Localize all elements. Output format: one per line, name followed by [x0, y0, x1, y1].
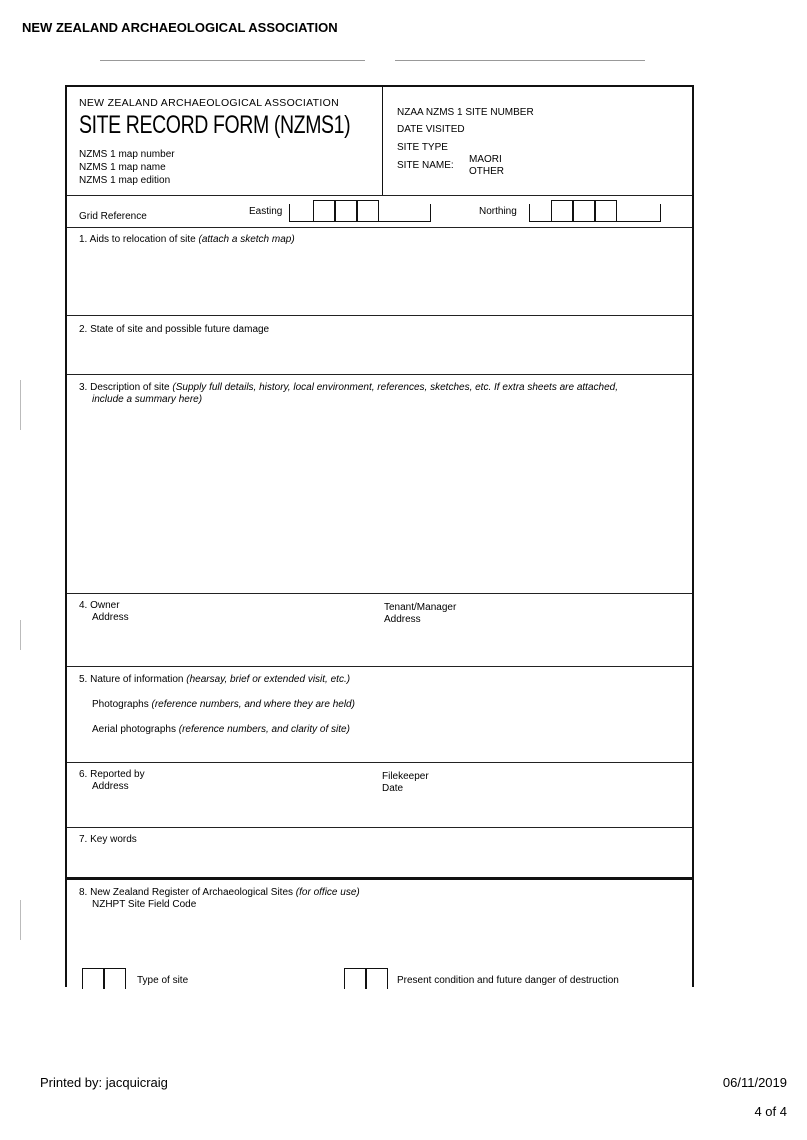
- section-5-label: 5. Nature of information: [79, 674, 184, 685]
- type-box[interactable]: [104, 968, 126, 989]
- section-keywords[interactable]: 7. Key words: [67, 827, 692, 878]
- type-box[interactable]: [82, 968, 104, 989]
- aerial-note: (reference numbers, and clarity of site): [178, 724, 350, 735]
- section-3-note: (Supply full details, history, local env…: [172, 382, 618, 393]
- condition-box[interactable]: [344, 968, 366, 989]
- map-name-label: NZMS 1 map name: [79, 162, 166, 173]
- key-words-label: 7. Key words: [79, 834, 137, 845]
- scan-mark: [20, 620, 21, 650]
- section-description[interactable]: 3. Description of site (Supply full deta…: [67, 374, 692, 594]
- section-3-note-2: include a summary here): [92, 394, 203, 405]
- print-date: 06/11/2019: [722, 1075, 787, 1090]
- section-reported[interactable]: 6. Reported by Address Filekeeper Date: [67, 762, 692, 828]
- map-edition-label: NZMS 1 map edition: [79, 175, 171, 186]
- association-name: NEW ZEALAND ARCHAEOLOGICAL ASSOCIATION: [79, 97, 339, 109]
- easting-box[interactable]: [335, 200, 357, 221]
- northing-field[interactable]: [529, 204, 661, 222]
- grid-reference-label: Grid Reference: [79, 211, 147, 222]
- grid-reference-row: Grid Reference Easting Northing: [67, 195, 692, 228]
- site-type-label: SITE TYPE: [397, 142, 448, 153]
- site-name-maori: MAORI: [469, 154, 502, 165]
- section-owner[interactable]: 4. Owner Address Tenant/Manager Address: [67, 593, 692, 667]
- easting-field[interactable]: [289, 204, 431, 222]
- date-visited-label: DATE VISITED: [397, 124, 465, 135]
- site-number-label: NZAA NZMS 1 SITE NUMBER: [397, 107, 534, 118]
- page-header: NEW ZEALAND ARCHAEOLOGICAL ASSOCIATION: [22, 20, 338, 35]
- divider: [382, 87, 383, 195]
- section-3-label: 3. Description of site: [79, 382, 170, 393]
- northing-box[interactable]: [573, 200, 595, 221]
- tenant-address-label: Address: [384, 614, 421, 625]
- reporter-address-label: Address: [92, 781, 129, 792]
- section-1-note: (attach a sketch map): [198, 234, 295, 245]
- filekeeper-label: Filekeeper: [382, 771, 429, 782]
- printed-by: Printed by: jacquicraig: [40, 1075, 168, 1090]
- site-name-label: SITE NAME:: [397, 160, 454, 171]
- form-title: SITE RECORD FORM (NZMS1): [79, 111, 351, 139]
- photographs-note: (reference numbers, and where they are h…: [151, 699, 355, 710]
- northing-box[interactable]: [551, 200, 573, 221]
- section-5-note: (hearsay, brief or extended visit, etc.): [186, 674, 351, 685]
- field-code-label: NZHPT Site Field Code: [92, 899, 197, 910]
- section-8-label: 8. New Zealand Register of Archaeologica…: [79, 887, 294, 898]
- section-state[interactable]: 2. State of site and possible future dam…: [67, 315, 692, 375]
- scan-mark: [100, 60, 365, 61]
- owner-address-label: Address: [92, 612, 129, 623]
- easting-box[interactable]: [313, 200, 335, 221]
- condition-box[interactable]: [366, 968, 388, 989]
- section-8-note: (for office use): [295, 887, 360, 898]
- tenant-label: Tenant/Manager: [384, 602, 457, 613]
- section-register: 8. New Zealand Register of Archaeologica…: [67, 877, 692, 990]
- section-2-label: 2. State of site and possible future dam…: [79, 324, 270, 335]
- section-information[interactable]: 5. Nature of information (hearsay, brief…: [67, 666, 692, 763]
- section-1-label: 1. Aids to relocation of site: [79, 234, 196, 245]
- date-label: Date: [382, 783, 404, 794]
- map-number-label: NZMS 1 map number: [79, 149, 175, 160]
- type-of-site-label: Type of site: [137, 975, 189, 986]
- page-number: 4 of 4: [754, 1104, 787, 1119]
- scan-mark: [20, 900, 21, 940]
- condition-label: Present condition and future danger of d…: [397, 975, 619, 986]
- scan-mark: [395, 60, 645, 61]
- owner-label: 4. Owner: [79, 600, 120, 611]
- aerial-label: Aerial photographs: [92, 724, 176, 735]
- site-record-form: NEW ZEALAND ARCHAEOLOGICAL ASSOCIATION S…: [65, 85, 694, 990]
- section-relocation[interactable]: 1. Aids to relocation of site (attach a …: [67, 227, 692, 316]
- easting-label: Easting: [249, 206, 283, 217]
- site-name-other: OTHER: [469, 166, 504, 177]
- northing-label: Northing: [479, 206, 517, 217]
- photographs-label: Photographs: [92, 699, 149, 710]
- northing-box[interactable]: [595, 200, 617, 221]
- scan-mark: [20, 380, 21, 430]
- easting-box[interactable]: [357, 200, 379, 221]
- reported-by-label: 6. Reported by: [79, 769, 145, 780]
